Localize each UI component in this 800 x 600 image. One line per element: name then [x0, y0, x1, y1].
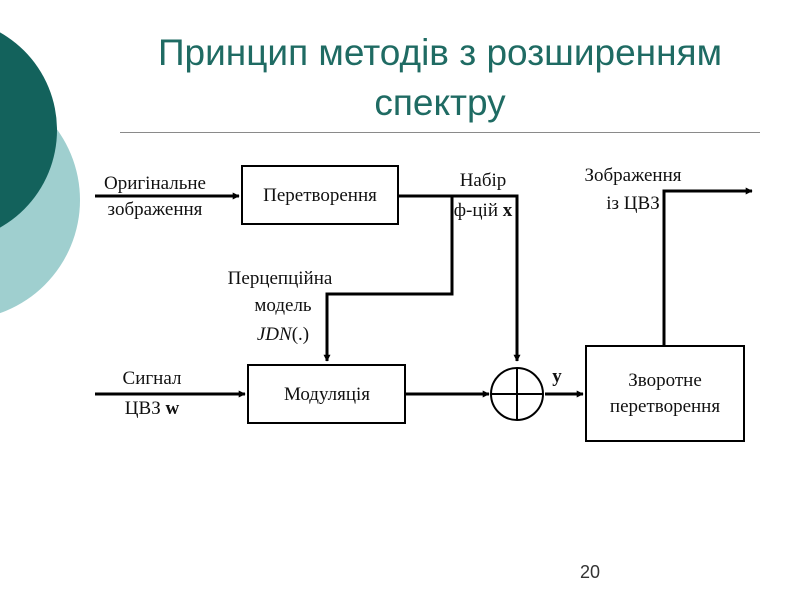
slide-title: Принцип методів з розширенням спектру [120, 28, 760, 128]
slide-page-number: 20 [579, 562, 601, 582]
adder-circle-icon [490, 367, 544, 421]
arrow-to-modulation-from-model [323, 196, 454, 362]
output-image-label-line2: із ЦВЗ [606, 193, 659, 214]
modulation-label: Модуляція [284, 384, 370, 405]
function-set-prefix: ф-цій [454, 200, 503, 221]
original-image-label-line1: Оригінальне [104, 173, 206, 194]
transform-label: Перетворення [263, 185, 377, 206]
output-image-label-line1: Зображення [584, 165, 681, 186]
title-divider [120, 132, 760, 133]
perceptual-model-label-line1: Перцепційна [228, 268, 333, 289]
function-set-label-line2: ф-цій x [454, 200, 513, 221]
transform-block [241, 165, 399, 225]
function-set-label-line1: Набір [460, 170, 507, 191]
watermark-signal-label-line2: ЦВЗ w [125, 398, 180, 419]
sum-output-label: y [552, 366, 562, 387]
perceptual-model-fn: JDN [257, 324, 293, 345]
slide-title-line1: Принцип методів з розширенням [157, 32, 723, 73]
watermark-signal-prefix: ЦВЗ [125, 398, 166, 419]
arrow-transform-to-adder [398, 194, 521, 362]
function-set-var: x [503, 200, 513, 221]
perceptual-model-label-line2: модель [254, 295, 312, 316]
arrow-inverse-to-output [662, 187, 753, 346]
inverse-label-line2: перетворення [610, 396, 720, 417]
inverse-label-line1: Зворотне [628, 370, 702, 391]
watermark-signal-label-line1: Сигнал [123, 368, 182, 389]
modulation-block [247, 364, 406, 424]
inverse-transform-block [585, 345, 745, 442]
dark-teal-circle [0, 32, 57, 228]
perceptual-model-arg: (.) [292, 324, 309, 345]
original-image-label-line2: зображення [108, 199, 203, 220]
slide-title-line2: спектру [374, 82, 506, 123]
perceptual-model-label-line3: JDN(.) [257, 324, 309, 345]
watermark-signal-var: w [165, 398, 179, 419]
